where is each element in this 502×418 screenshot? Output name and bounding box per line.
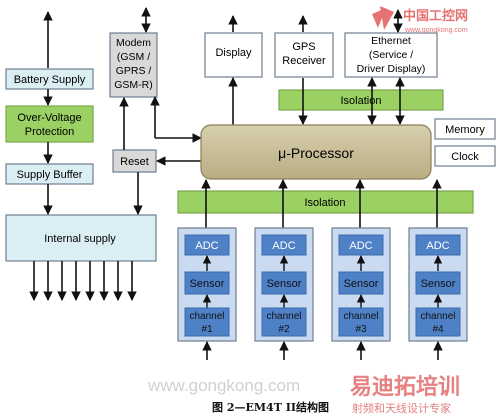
- sensor-block: [338, 271, 384, 295]
- internal-supply-output-arrows: [29, 261, 137, 301]
- isolation-bottom-label: Isolation: [305, 197, 346, 209]
- channel-input-block: [261, 307, 307, 337]
- channel-column: ADC Sensor channel #4: [408, 179, 468, 360]
- channel-column: ADC Sensor channel #2: [254, 179, 314, 360]
- ethernet-label-line2: (Service /: [369, 49, 413, 61]
- gps-label-line2: Receiver: [282, 55, 326, 67]
- battery-supply-block: [5, 68, 94, 90]
- isolation-bottom-bar: [177, 190, 474, 214]
- channel-column: ADC Sensor channel #3: [331, 179, 391, 360]
- adc-label: ADC: [349, 240, 372, 252]
- channel-label-line1: channel: [189, 311, 224, 322]
- over-voltage-label-line2: Protection: [25, 126, 75, 138]
- reset-block: [112, 149, 157, 173]
- adc-block: [261, 234, 307, 256]
- sensor-block: [415, 271, 461, 295]
- microprocessor-block: [200, 124, 432, 180]
- modem-label-line1: Modem: [116, 37, 151, 49]
- channel-input-block: [415, 307, 461, 337]
- adc-block: [338, 234, 384, 256]
- memory-block: [434, 118, 496, 140]
- clock-label: Clock: [451, 151, 479, 163]
- reset-label: Reset: [120, 156, 149, 168]
- adc-block: [184, 234, 230, 256]
- sensor-block: [184, 271, 230, 295]
- display-label: Display: [215, 47, 252, 59]
- bottom-url-watermark: www.gongkong.com: [147, 376, 300, 395]
- modem-label-line3: GPRS /: [116, 65, 152, 77]
- sensor-label: Sensor: [267, 278, 302, 290]
- over-voltage-protection-block: [5, 105, 94, 143]
- memory-label: Memory: [445, 124, 485, 136]
- ethernet-block: [344, 32, 438, 78]
- clock-block: [434, 145, 496, 167]
- adc-block: [415, 234, 461, 256]
- sensor-label: Sensor: [190, 278, 225, 290]
- figure-caption: 图 2—EM4T II结构图: [212, 400, 329, 414]
- channel-label-line1: channel: [343, 311, 378, 322]
- modem-label-line2: (GSM /: [117, 51, 150, 63]
- adc-label: ADC: [272, 240, 295, 252]
- channel-input-block: [184, 307, 230, 337]
- modem-block: [109, 32, 158, 98]
- internal-supply-label: Internal supply: [44, 233, 116, 245]
- battery-supply-label: Battery Supply: [14, 74, 86, 86]
- channel-input-block: [338, 307, 384, 337]
- supply-buffer-block: [5, 163, 94, 185]
- microprocessor-label: μ-Processor: [278, 145, 354, 161]
- channel-label-line2: #4: [432, 324, 444, 335]
- ethernet-label-line1: Ethernet: [371, 35, 411, 47]
- watermark-logo-text: 中国工控网: [403, 8, 468, 24]
- ethernet-label-line3: Driver Display): [357, 63, 426, 75]
- channel-label-line2: #3: [355, 324, 367, 335]
- sensor-block: [261, 271, 307, 295]
- modem-label-line4: GSM-R): [114, 79, 153, 91]
- channel-label-line2: #1: [201, 324, 213, 335]
- sensor-label: Sensor: [344, 278, 379, 290]
- top-right-watermark: 中国工控网 www.gongkong.com: [372, 6, 468, 34]
- gongkong-logo-icon: [372, 6, 394, 30]
- supply-buffer-label: Supply Buffer: [17, 169, 83, 181]
- channel-label-line1: channel: [420, 311, 455, 322]
- gps-receiver-block: [274, 32, 334, 78]
- bottom-watermark: www.gongkong.com 易迪拓培训 射频和天线设计专家: [147, 374, 460, 415]
- sensor-label: Sensor: [421, 278, 456, 290]
- isolation-top-label: Isolation: [341, 95, 382, 107]
- display-block: [204, 32, 263, 78]
- channel-column: ADC Sensor channel #1: [177, 179, 237, 360]
- adc-label: ADC: [195, 240, 218, 252]
- adc-label: ADC: [426, 240, 449, 252]
- watermark-url-text: www.gongkong.com: [404, 27, 468, 34]
- gps-label-line1: GPS: [292, 41, 315, 53]
- channel-label-line1: channel: [266, 311, 301, 322]
- bottom-brand-watermark: 易迪拓培训: [350, 374, 460, 400]
- bottom-slogan-watermark: 射频和天线设计专家: [352, 401, 451, 415]
- over-voltage-label-line1: Over-Voltage: [17, 112, 81, 124]
- internal-supply-block: [5, 214, 157, 262]
- channel-label-line2: #2: [278, 324, 290, 335]
